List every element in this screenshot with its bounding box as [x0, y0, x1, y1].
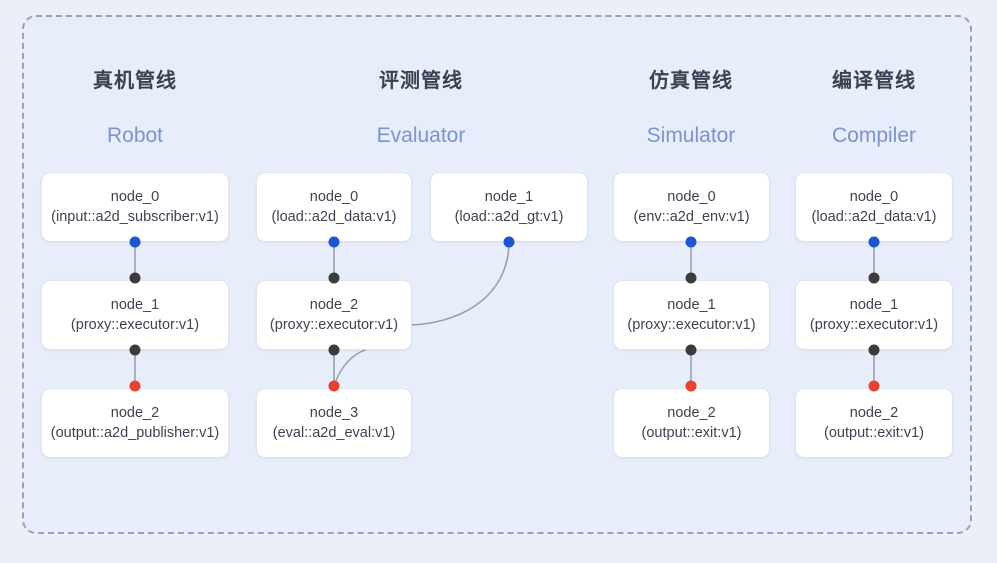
port-input-simulator-node_2[interactable] [685, 380, 697, 392]
node-evaluator-node_0[interactable]: node_0 (load::a2d_data:v1) [256, 172, 412, 242]
node-label-name: node_0 [110, 189, 160, 205]
node-robot-node_0[interactable]: node_0 (input::a2d_subscriber:v1) [41, 172, 229, 242]
port-output-compiler-node_0[interactable] [868, 236, 880, 248]
node-label-name: node_0 [309, 189, 359, 205]
port-output-evaluator-node_1[interactable] [503, 236, 515, 248]
port-input-evaluator-node_3[interactable] [328, 380, 340, 392]
node-label-type: (proxy::executor:v1) [627, 317, 756, 333]
node-simulator-node_2[interactable]: node_2 (output::exit:v1) [613, 388, 770, 458]
port-input-robot-node_1[interactable] [129, 272, 141, 284]
node-robot-node_2[interactable]: node_2 (output::a2d_publisher:v1) [41, 388, 229, 458]
node-evaluator-node_2[interactable]: node_2 (proxy::executor:v1) [256, 280, 412, 350]
node-label-type: (output::exit:v1) [824, 425, 924, 441]
node-label-name: node_1 [484, 189, 534, 205]
node-label-type: (proxy::executor:v1) [269, 317, 399, 333]
node-label-type: (proxy::executor:v1) [809, 317, 939, 333]
node-label-name: node_2 [667, 405, 716, 421]
port-output-evaluator-node_0[interactable] [328, 236, 340, 248]
node-label-name: node_2 [309, 297, 359, 313]
port-input-compiler-node_2[interactable] [868, 380, 880, 392]
node-evaluator-node_3[interactable]: node_3 (eval::a2d_eval:v1) [256, 388, 412, 458]
column-subtitle-robot: Robot [106, 124, 164, 147]
node-compiler-node_1[interactable]: node_1 (proxy::executor:v1) [795, 280, 953, 350]
node-label-name: node_3 [309, 405, 359, 421]
node-simulator-node_0[interactable]: node_0 (env::a2d_env:v1) [613, 172, 770, 242]
node-label-type: (output::a2d_publisher:v1) [50, 425, 220, 441]
port-input-evaluator-node_2[interactable] [328, 272, 340, 284]
column-title-simulator: 仿真管线 [649, 70, 733, 92]
node-label-type: (load::a2d_data:v1) [271, 209, 397, 225]
column-title-robot: 真机管线 [93, 70, 177, 92]
node-label-type: (env::a2d_env:v1) [633, 209, 750, 225]
node-label-type: (output::exit:v1) [641, 425, 742, 441]
node-label-type: (proxy::executor:v1) [70, 317, 200, 333]
node-label-name: node_2 [110, 405, 160, 421]
node-compiler-node_0[interactable]: node_0 (load::a2d_data:v1) [795, 172, 953, 242]
port-output-simulator-node_0[interactable] [685, 236, 697, 248]
node-simulator-node_1[interactable]: node_1 (proxy::executor:v1) [613, 280, 770, 350]
node-label-name: node_1 [849, 297, 899, 313]
port-input-compiler-node_1[interactable] [868, 272, 880, 284]
column-subtitle-evaluator: Evaluator [376, 124, 466, 147]
node-label-name: node_1 [667, 297, 716, 313]
port-output-evaluator-node_2[interactable] [328, 344, 340, 356]
port-output-compiler-node_1[interactable] [868, 344, 880, 356]
column-subtitle-compiler: Compiler [831, 124, 917, 147]
node-compiler-node_2[interactable]: node_2 (output::exit:v1) [795, 388, 953, 458]
port-output-robot-node_1[interactable] [129, 344, 141, 356]
port-output-robot-node_0[interactable] [129, 236, 141, 248]
column-subtitle-simulator: Simulator [646, 124, 736, 147]
node-label-type: (load::a2d_gt:v1) [454, 209, 564, 225]
port-input-robot-node_2[interactable] [129, 380, 141, 392]
column-title-evaluator: 评测管线 [379, 70, 463, 92]
port-output-simulator-node_1[interactable] [685, 344, 697, 356]
node-label-name: node_0 [849, 189, 899, 205]
node-evaluator-node_1[interactable]: node_1 (load::a2d_gt:v1) [430, 172, 588, 242]
port-input-simulator-node_1[interactable] [685, 272, 697, 284]
node-label-type: (eval::a2d_eval:v1) [272, 425, 396, 441]
node-label-name: node_0 [667, 189, 716, 205]
node-label-type: (input::a2d_subscriber:v1) [51, 209, 219, 225]
node-label-name: node_2 [849, 405, 899, 421]
node-label-name: node_1 [110, 297, 160, 313]
node-robot-node_1[interactable]: node_1 (proxy::executor:v1) [41, 280, 229, 350]
column-title-compiler: 编译管线 [832, 70, 916, 92]
node-label-type: (load::a2d_data:v1) [811, 209, 937, 225]
